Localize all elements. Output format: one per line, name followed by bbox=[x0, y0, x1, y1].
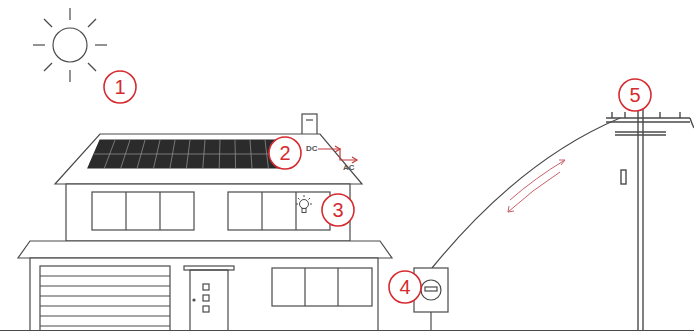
callout-circle: 1 bbox=[103, 70, 137, 104]
callout-number: 2 bbox=[279, 143, 290, 163]
chimney-line bbox=[306, 119, 313, 120]
callout-ring bbox=[389, 271, 421, 303]
solar-panel bbox=[88, 140, 285, 168]
current-type-label: AC bbox=[343, 164, 355, 172]
callout-ring bbox=[104, 71, 136, 103]
callout-circle: 2 bbox=[268, 136, 302, 170]
callout-number: 1 bbox=[114, 77, 125, 97]
electric-meter bbox=[414, 268, 448, 331]
roof bbox=[55, 134, 362, 184]
upper-window bbox=[92, 192, 194, 230]
callout-circle: 5 bbox=[618, 78, 652, 112]
porch-roof bbox=[18, 241, 392, 258]
callout-ring bbox=[269, 137, 301, 169]
callout-number: 4 bbox=[399, 277, 410, 297]
utility-pole bbox=[606, 84, 694, 331]
sun-symbol bbox=[33, 8, 107, 82]
callout-number: 5 bbox=[629, 85, 640, 105]
callout-ring bbox=[619, 79, 651, 111]
callout-circle: 3 bbox=[321, 193, 355, 227]
lower-wall bbox=[30, 258, 378, 331]
lightbulb-symbol bbox=[296, 195, 312, 213]
chimney bbox=[302, 114, 317, 136]
service-wire bbox=[432, 118, 620, 268]
ground-line bbox=[0, 330, 694, 331]
garage-door bbox=[40, 266, 170, 331]
inverter-arrows bbox=[318, 146, 357, 163]
front-door bbox=[184, 266, 234, 331]
upper-wall bbox=[66, 184, 350, 241]
callout-circle: 4 bbox=[388, 270, 422, 304]
current-type-label: DC bbox=[306, 145, 318, 153]
callout-number: 3 bbox=[332, 200, 343, 220]
callout-ring bbox=[322, 194, 354, 226]
upper-window bbox=[228, 192, 330, 230]
flow-arrows bbox=[508, 160, 565, 212]
lower-window bbox=[272, 268, 372, 306]
